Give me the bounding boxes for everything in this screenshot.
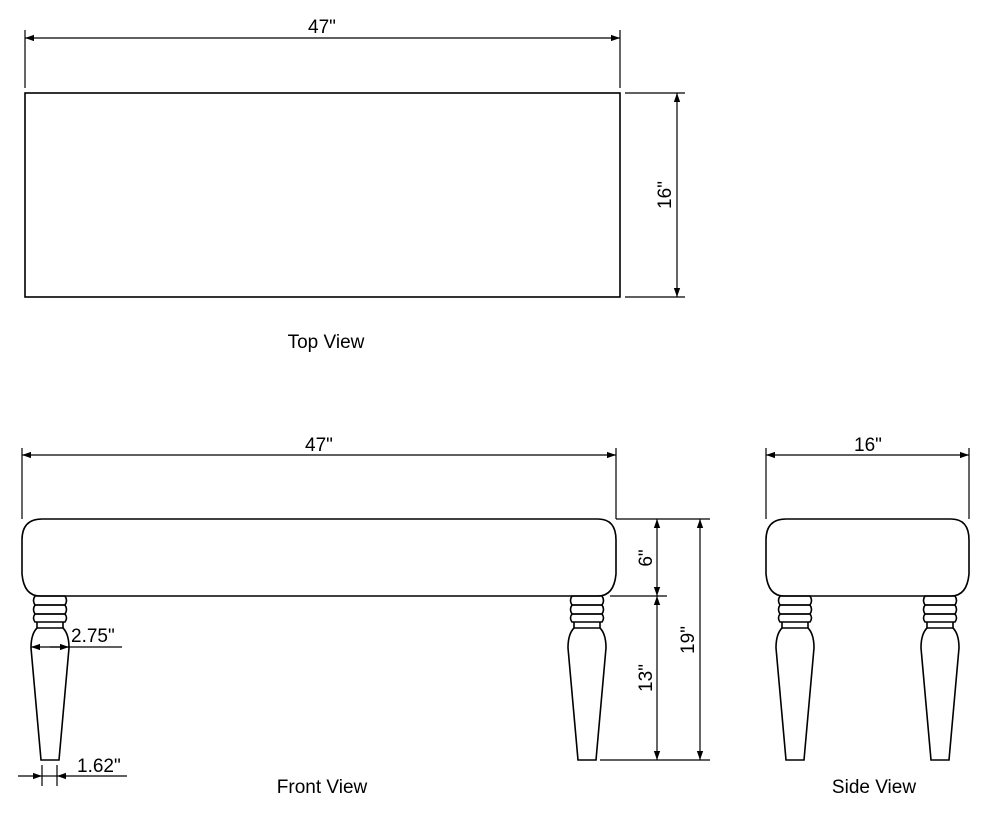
- leg-ring: [777, 613, 813, 623]
- leg-bottom-width-label: 1.62": [77, 756, 121, 777]
- leg-taper: [567, 627, 607, 761]
- leg-neck: [781, 622, 809, 628]
- leg-taper: [920, 627, 960, 761]
- top-width-label: 47": [308, 17, 336, 38]
- leg-ring: [922, 595, 958, 606]
- leg-ring: [922, 604, 958, 615]
- side-depth-label: 16": [854, 435, 882, 456]
- front-left-leg: [30, 595, 70, 761]
- side-right-leg: [920, 595, 960, 761]
- leg-height-label: 13": [636, 664, 657, 692]
- side-view-caption: Side View: [832, 777, 916, 798]
- top-view: 47" 16" Top View: [24, 17, 685, 353]
- leg-ring: [32, 613, 68, 623]
- side-seat: [765, 518, 970, 597]
- leg-ring: [777, 604, 813, 615]
- front-view: 47" 6" 13" 19" 2.75" 1.62" Front View: [18, 435, 710, 798]
- top-view-outline: [24, 92, 621, 298]
- leg-ring: [32, 595, 68, 606]
- top-view-caption: Top View: [288, 332, 365, 353]
- seat-height-label: 6": [636, 549, 657, 566]
- front-right-leg: [567, 595, 607, 761]
- leg-neck: [36, 622, 64, 628]
- leg-taper: [30, 627, 70, 761]
- front-width-label: 47": [305, 435, 333, 456]
- leg-taper: [775, 627, 815, 761]
- leg-top-width-label: 2.75": [71, 626, 115, 647]
- leg-ring: [569, 613, 605, 623]
- leg-ring: [32, 604, 68, 615]
- front-seat: [21, 518, 617, 597]
- leg-ring: [922, 613, 958, 623]
- leg-ring: [569, 604, 605, 615]
- top-depth-label: 16": [655, 181, 676, 209]
- front-view-caption: Front View: [277, 777, 368, 798]
- leg-ring: [777, 595, 813, 606]
- total-height-label: 19": [678, 626, 699, 654]
- leg-ring: [569, 595, 605, 606]
- side-left-leg: [775, 595, 815, 761]
- leg-neck: [926, 622, 954, 628]
- side-view: 16" Side View: [765, 435, 970, 798]
- leg-neck: [573, 622, 601, 628]
